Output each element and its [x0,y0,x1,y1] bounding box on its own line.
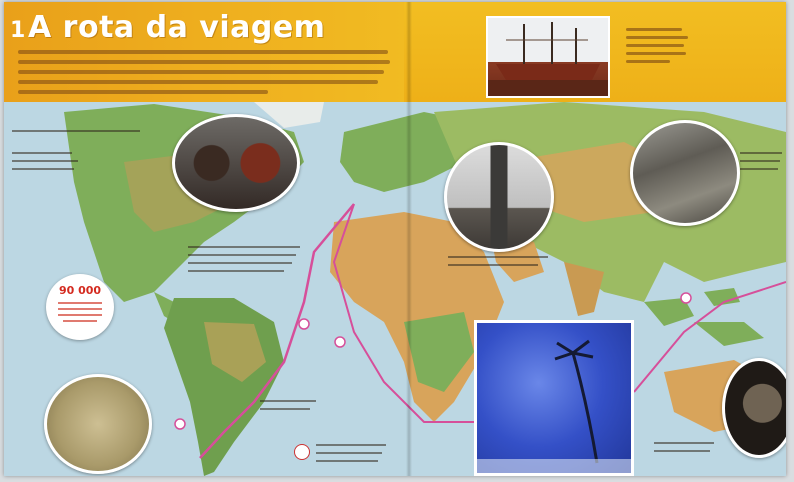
monument-photo [444,142,554,252]
map-caption-line [448,264,538,266]
map-caption-line [12,152,72,154]
return-route [332,203,474,423]
map-caption-line [260,400,316,402]
ship-caption-line [626,44,684,47]
map-caption-line [12,168,74,170]
callout-badge: 90 000 [46,274,114,340]
intro-text-line [18,70,384,74]
map-caption-line [188,262,292,264]
route-marker [174,418,186,430]
callout-text-line [63,320,97,322]
pacific-route [633,281,786,393]
route-marker [298,318,310,330]
map-caption-line [740,168,778,170]
intro-text-line [18,60,390,64]
ship-caption-line [626,60,670,63]
map-caption-line [740,160,780,162]
intro-text-line [18,80,378,84]
intro-text-line [18,50,388,54]
map-caption-line [654,450,710,452]
painting-photo [630,120,740,226]
old-map-photo [44,374,152,474]
legend-icon [294,444,310,460]
callout-text-line [58,302,102,304]
palm-tree-icon [477,339,631,473]
map-caption-line [448,256,548,258]
ship-caption-line [626,28,682,31]
map-caption-line [740,152,782,154]
page-marker: 1 [10,18,26,43]
callout-number: 90 000 [58,284,102,297]
map-caption-line [316,460,378,462]
route-marker [334,336,346,348]
map-caption-line [260,408,310,410]
map-caption-line [12,160,78,162]
page-title: A rota da viagem [28,10,326,45]
portrait-photo [722,358,786,458]
route-marker [680,292,692,304]
map-caption-line [12,130,140,132]
navigators-photo [172,114,300,212]
map-caption-line [316,444,386,446]
voyage-route [199,203,355,459]
map-caption-line [188,246,300,248]
ship-photo [486,16,610,98]
magazine-spread: 1 A rota da viagem [4,2,786,476]
ship-caption-line [626,36,688,39]
intro-text-line [18,90,268,94]
map-caption-line [188,254,296,256]
sky-photo [474,320,634,476]
callout-text-line [58,308,102,310]
map-caption-line [654,442,714,444]
map-caption-line [188,270,284,272]
callout-text-line [58,314,102,316]
ship-icon [488,18,608,96]
ship-caption-line [626,52,686,55]
page-spine [406,2,412,476]
map-caption-line [316,452,382,454]
